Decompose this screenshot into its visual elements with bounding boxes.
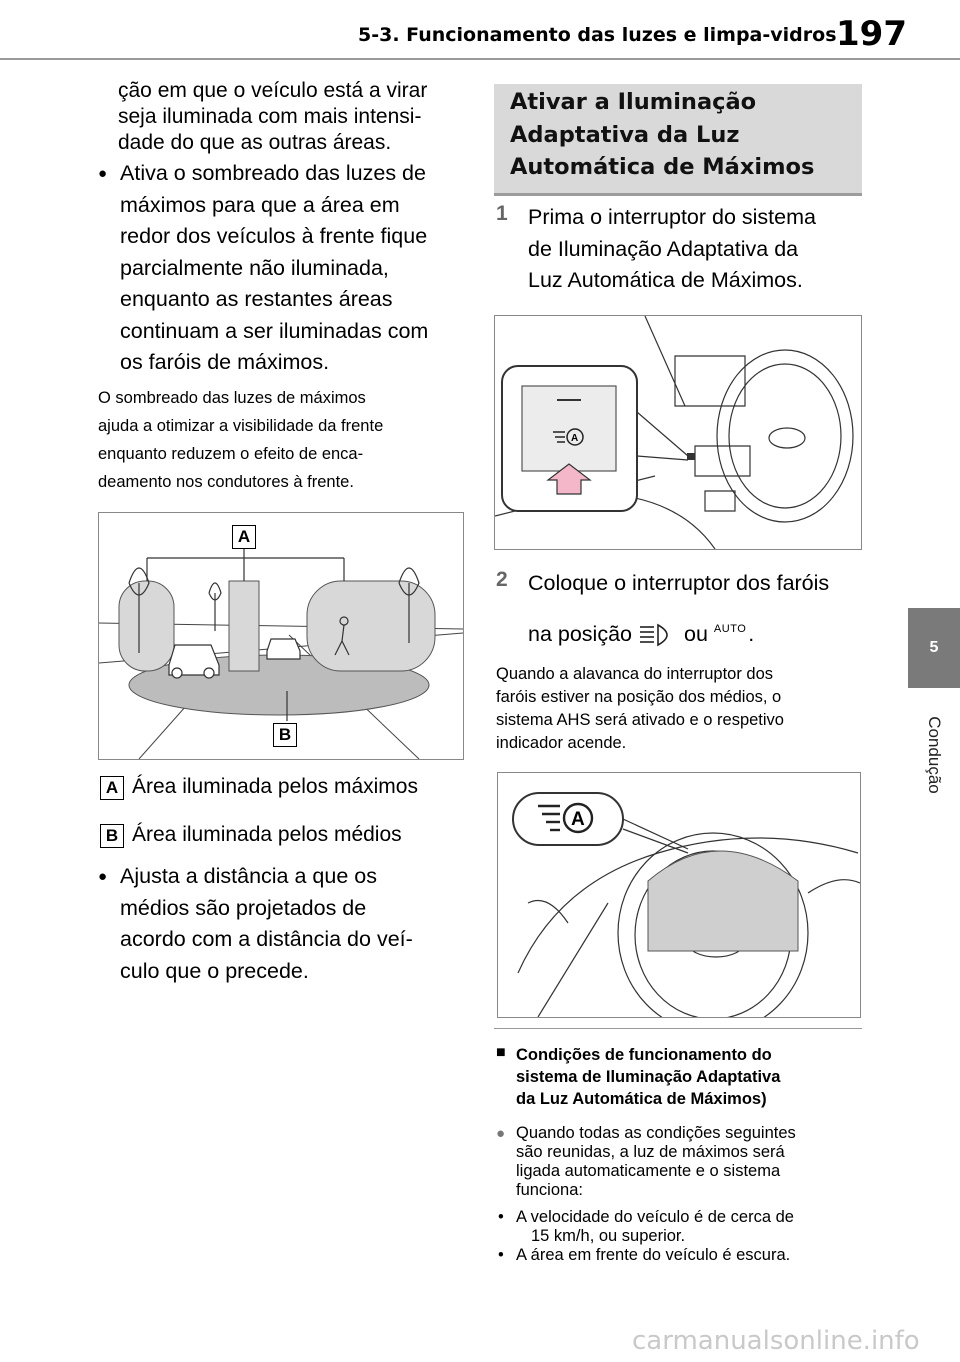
low-beam-icon — [636, 622, 680, 648]
figure-label-b: B — [273, 723, 297, 747]
conditions-paragraph: Quando todas as condições seguintes são … — [516, 1124, 796, 1200]
conditions-heading: Condições de funcionamento do sistema de… — [516, 1044, 780, 1110]
beam-area-illustration: A B — [98, 512, 464, 760]
svg-text:A: A — [571, 809, 585, 830]
step-2-line-2: na posição ou AUTO . — [528, 614, 754, 656]
text-line: os faróis de máximos. — [120, 350, 330, 374]
text-fragment: na posição — [528, 622, 632, 646]
switch-location-illustration: A — [494, 315, 862, 550]
step-number-1: 1 — [496, 202, 508, 225]
text-line: 15 km/h, ou superior. — [531, 1227, 686, 1245]
text-line: enquanto as restantes áreas — [120, 287, 393, 311]
auto-icon: AUTO — [713, 623, 747, 635]
chapter-name-tab: Condução — [908, 700, 960, 810]
section-title-line: Ativar a Iluminação — [510, 89, 757, 115]
text-line: Prima o interruptor do sistema — [528, 205, 816, 229]
bullet-dot-icon: ● — [98, 165, 108, 182]
text-line: sistema AHS será ativado e o respetivo — [496, 711, 784, 729]
section-title-box: Ativar a Iluminação Adaptativa da Luz Au… — [494, 84, 862, 196]
text-line: Ativa o sombreado das luzes de — [120, 161, 426, 185]
text-line: Quando todas as condições seguintes — [516, 1124, 796, 1142]
instrument-cluster-drawing: A — [512, 792, 860, 1017]
headlight-symbol-icon — [640, 623, 668, 647]
figure-label-a: A — [232, 525, 256, 549]
sub-bullet-item: • — [498, 1208, 504, 1226]
text-line: acordo com a distância do veí- — [120, 927, 413, 951]
text-line: continuam a ser iluminadas com — [120, 318, 429, 343]
intro-paragraph: ção em que o veículo está a virar seja i… — [118, 78, 427, 156]
text-line: ção em que o veículo está a virar — [118, 79, 428, 102]
indicator-illustration: A — [497, 772, 861, 1018]
section-title-line: Automática de Máximos — [510, 154, 815, 180]
text-line: A velocidade do veículo é de cerca de — [516, 1208, 794, 1226]
text-line: funciona: — [516, 1181, 583, 1199]
bullet-paragraph-distance: Ajusta a distância a que os médios são p… — [120, 861, 413, 987]
text-line: deamento nos condutores à frente. — [98, 473, 354, 491]
text-line: ajuda a otimizar a visibilidade da frent… — [98, 417, 384, 435]
text-line: dade do que as outras áreas. — [118, 131, 392, 154]
conditions-divider — [494, 1028, 862, 1029]
header-divider — [0, 58, 960, 60]
text-line: indicador acende. — [496, 734, 627, 752]
text-line: Condições de funcionamento do — [516, 1046, 772, 1064]
legend-text-a: Área iluminada pelos máximos — [132, 775, 418, 798]
svg-text:A: A — [571, 433, 578, 444]
text-line: de Iluminação Adaptativa da — [528, 236, 799, 261]
note-paragraph: O sombreado das luzes de máximos ajuda a… — [98, 384, 383, 496]
text-line: Luz Automática de Máximos. — [528, 268, 803, 292]
text-line: médios são projetados de — [120, 895, 367, 920]
text-line: culo que o precede. — [120, 958, 309, 983]
road-scene-drawing — [99, 543, 463, 759]
condition-darkness: A área em frente do veículo é escura. — [516, 1246, 791, 1264]
bullet-dot-icon: ● — [98, 868, 108, 885]
note-ahs: Quando a alavanca do interruptor dos far… — [496, 663, 784, 755]
chapter-name: Condução — [925, 716, 944, 794]
text-line: Ajusta a distância a que os — [120, 864, 377, 888]
page-number: 197 — [836, 14, 907, 54]
text-line: O sombreado das luzes de máximos — [98, 389, 366, 407]
text-line: parcialmente não iluminada, — [120, 255, 389, 280]
text-line: Quando a alavanca do interruptor dos — [496, 665, 774, 683]
text-fragment: . — [748, 622, 755, 646]
sub-bullet-item: • — [498, 1246, 504, 1264]
text-line: máximos para que a área em — [120, 192, 400, 217]
text-line: sistema de Iluminação Adaptativa — [516, 1068, 781, 1086]
section-header: 5-3. Funcionamento das luzes e limpa-vid… — [358, 24, 837, 46]
text-line: faróis estiver na posição dos médios, o — [496, 688, 782, 706]
step-2-line-1: Coloque o interruptor dos faróis — [528, 571, 830, 595]
text-line: da Luz Automática de Máximos) — [516, 1090, 767, 1108]
text-line: seja iluminada com mais intensi- — [118, 105, 422, 128]
chapter-tab: 5 — [908, 608, 960, 688]
bullet-paragraph-shading: Ativa o sombreado das luzes de máximos p… — [120, 158, 428, 379]
step-1-text: Prima o interruptor do sistema de Ilumin… — [528, 202, 816, 297]
text-line: são reunidas, a luz de máximos será — [516, 1143, 785, 1161]
square-bullet-icon: ■ — [496, 1044, 506, 1061]
condition-speed: A velocidade do veículo é de cerca de 15… — [516, 1208, 794, 1246]
section-title-line: Adaptativa da Luz — [510, 122, 740, 148]
legend-key-b: B — [100, 824, 124, 848]
dashboard-drawing: A — [495, 316, 854, 549]
watermark-text: carmanualsonline.info — [632, 1326, 920, 1356]
legend-text-b: Área iluminada pelos médios — [132, 823, 402, 846]
text-line: ligada automaticamente e o sistema — [516, 1162, 781, 1180]
text-line: enquanto reduzem o efeito de enca- — [98, 445, 364, 463]
text-fragment: ou — [684, 622, 708, 646]
text-line: redor dos veículos à frente fique — [120, 224, 428, 248]
legend-key-a: A — [100, 776, 124, 800]
step-number-2: 2 — [496, 568, 508, 591]
circle-bullet-icon: ● — [496, 1125, 506, 1142]
